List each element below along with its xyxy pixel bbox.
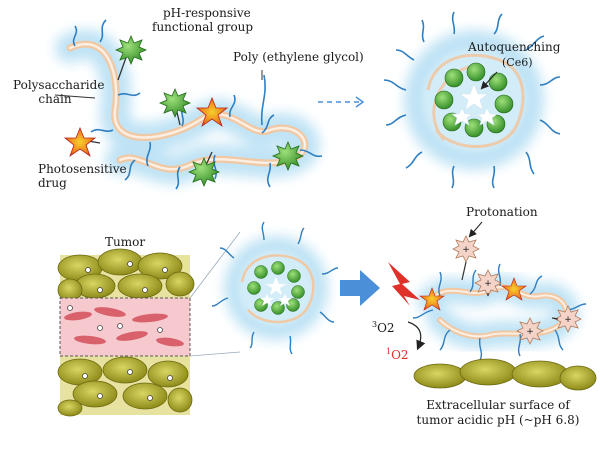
ph-responsive-group xyxy=(187,156,221,188)
tumor-tissue xyxy=(57,248,195,417)
dashed-arrow xyxy=(318,96,365,108)
light-bolt-icon xyxy=(388,262,420,306)
extracellular-label-1: Extracellular surface of xyxy=(426,398,570,412)
micelle-tumor xyxy=(211,221,339,355)
oxygen-conversion-arrow xyxy=(407,321,426,351)
ph-responsive-group xyxy=(271,140,305,172)
svg-text:+: + xyxy=(526,327,534,337)
ph-responsive-label-1: pH-responsive xyxy=(163,6,251,20)
extracellular-label-2: tumor acidic pH (~pH 6.8) xyxy=(416,413,580,427)
protonation-pointer xyxy=(468,221,483,238)
autoquenching-label: Autoquenching xyxy=(468,40,561,54)
ph-responsive-group xyxy=(114,34,148,66)
photosensitive-drug-star xyxy=(419,287,445,311)
tumor-label: Tumor xyxy=(105,235,146,249)
ph-responsive-label-2: functional group xyxy=(152,20,254,34)
protonation-label: Protonation xyxy=(466,205,538,219)
polymer-chain-group xyxy=(55,19,323,190)
singlet-oxygen-label: 1O2 xyxy=(386,347,409,362)
peg-strands xyxy=(72,19,323,190)
autoquenching-pointer xyxy=(480,71,498,90)
photosensitive-drug-star xyxy=(195,96,229,128)
triplet-oxygen-label: 3O2 xyxy=(372,320,395,335)
extracellular-surface xyxy=(413,358,597,391)
transition-arrow xyxy=(340,270,380,306)
micelle-top xyxy=(383,11,561,189)
svg-text:+: + xyxy=(484,279,492,289)
ph-responsive-group xyxy=(158,87,192,119)
svg-text:+: + xyxy=(564,315,572,325)
zoom-lines xyxy=(189,231,241,357)
svg-text:+: + xyxy=(462,245,470,255)
polysaccharide-label-2: chain xyxy=(38,92,72,106)
disassembled-chain: + + + + xyxy=(412,235,587,361)
ce6-label: (Ce6) xyxy=(502,56,533,69)
photosensitive-label-1: Photosensitive xyxy=(38,162,127,176)
photosensitive-drug-star xyxy=(501,277,527,301)
peg-label: Poly (ethylene glycol) xyxy=(233,50,364,64)
blood-vessel-band xyxy=(59,297,191,357)
photosensitive-drug-star xyxy=(63,126,97,158)
polysaccharide-label-1: Polysaccharide xyxy=(13,78,105,92)
photosensitive-label-2: drug xyxy=(38,176,67,190)
